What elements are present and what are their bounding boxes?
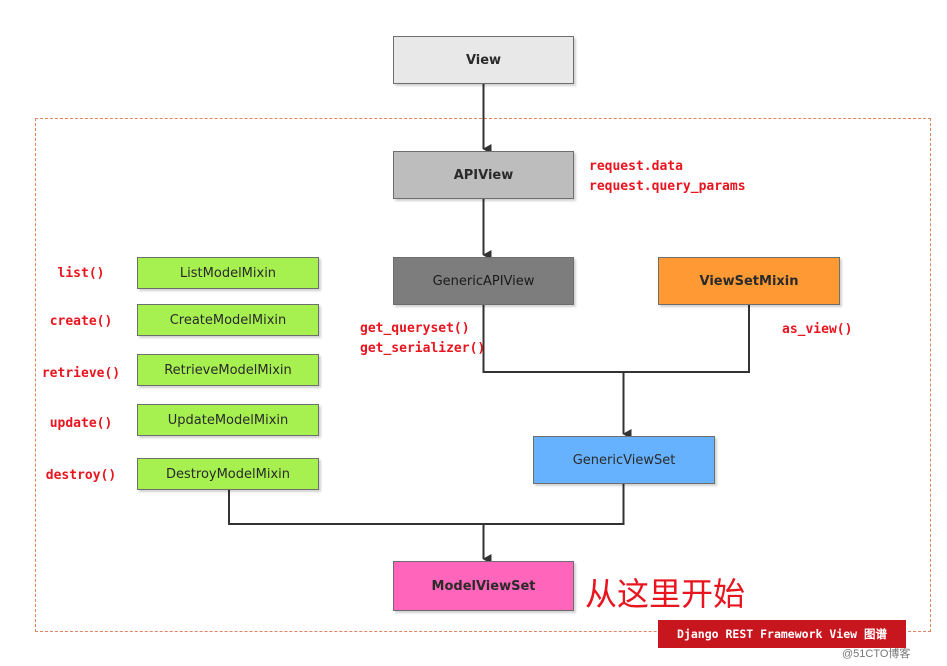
annotation-request-data: request.data — [589, 159, 683, 174]
line-destroymixin-to-merge — [228, 490, 484, 525]
line-genericviewset-to-merge — [483, 484, 625, 525]
watermark: @51CTO博客 — [842, 648, 911, 660]
annotation-get-serializer: get_serializer() — [360, 341, 486, 356]
node-create-model-mixin: CreateModelMixin — [137, 304, 319, 336]
annotation-list: list() — [57, 266, 105, 281]
annotation-create: create() — [49, 314, 113, 329]
annotation-update: update() — [49, 416, 113, 431]
line-generic-to-merge — [482, 305, 624, 373]
node-list-model-mixin: ListModelMixin — [137, 257, 319, 289]
annotation-retrieve: retrieve() — [41, 366, 121, 381]
node-retrieve-model-mixin: RetrieveModelMixin — [137, 354, 319, 386]
diagram-caption: Django REST Framework View 图谱 — [658, 620, 906, 648]
node-generic-viewset: GenericViewSet — [533, 436, 715, 484]
start-here-note: 从这里开始 — [585, 575, 746, 613]
node-viewset-mixin: ViewSetMixin — [658, 257, 840, 305]
node-model-viewset: ModelViewSet — [393, 561, 574, 611]
annotation-destroy: destroy() — [45, 468, 117, 483]
annotation-get-queryset: get_queryset() — [360, 321, 470, 336]
node-update-model-mixin: UpdateModelMixin — [137, 404, 319, 436]
node-generic-api-view: GenericAPIView — [393, 257, 574, 305]
node-apiview: APIView — [393, 151, 574, 199]
node-destroy-model-mixin: DestroyModelMixin — [137, 458, 319, 490]
annotation-as-view: as_view() — [782, 322, 853, 337]
node-view: View — [393, 36, 574, 84]
line-viewsetmixin-to-merge — [623, 305, 750, 373]
annotation-request-query-params: request.query_params — [589, 179, 746, 194]
